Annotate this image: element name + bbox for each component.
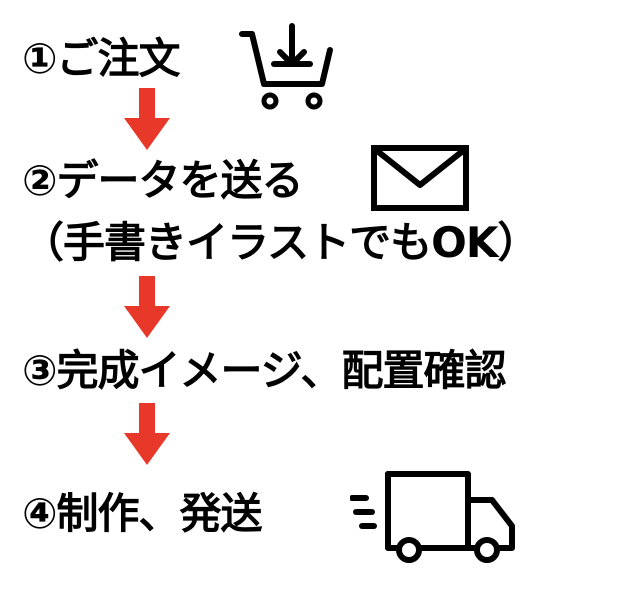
- step-2-note: （手書きイラストでもOK）: [22, 218, 539, 267]
- shopping-cart-download-icon: [239, 23, 333, 110]
- down-arrow-1: [124, 88, 170, 150]
- delivery-truck-icon: [350, 471, 515, 563]
- down-arrow-3: [124, 403, 170, 465]
- down-arrow-2: [124, 276, 170, 338]
- step-4-production-shipping: ④制作、発送: [22, 489, 263, 538]
- step-1-order: ①ご注文: [22, 34, 181, 83]
- step-3-image-check: ③完成イメージ、配置確認: [22, 346, 506, 395]
- envelope-icon: [371, 145, 469, 211]
- step-2-send-data: ②データを送る: [22, 156, 304, 205]
